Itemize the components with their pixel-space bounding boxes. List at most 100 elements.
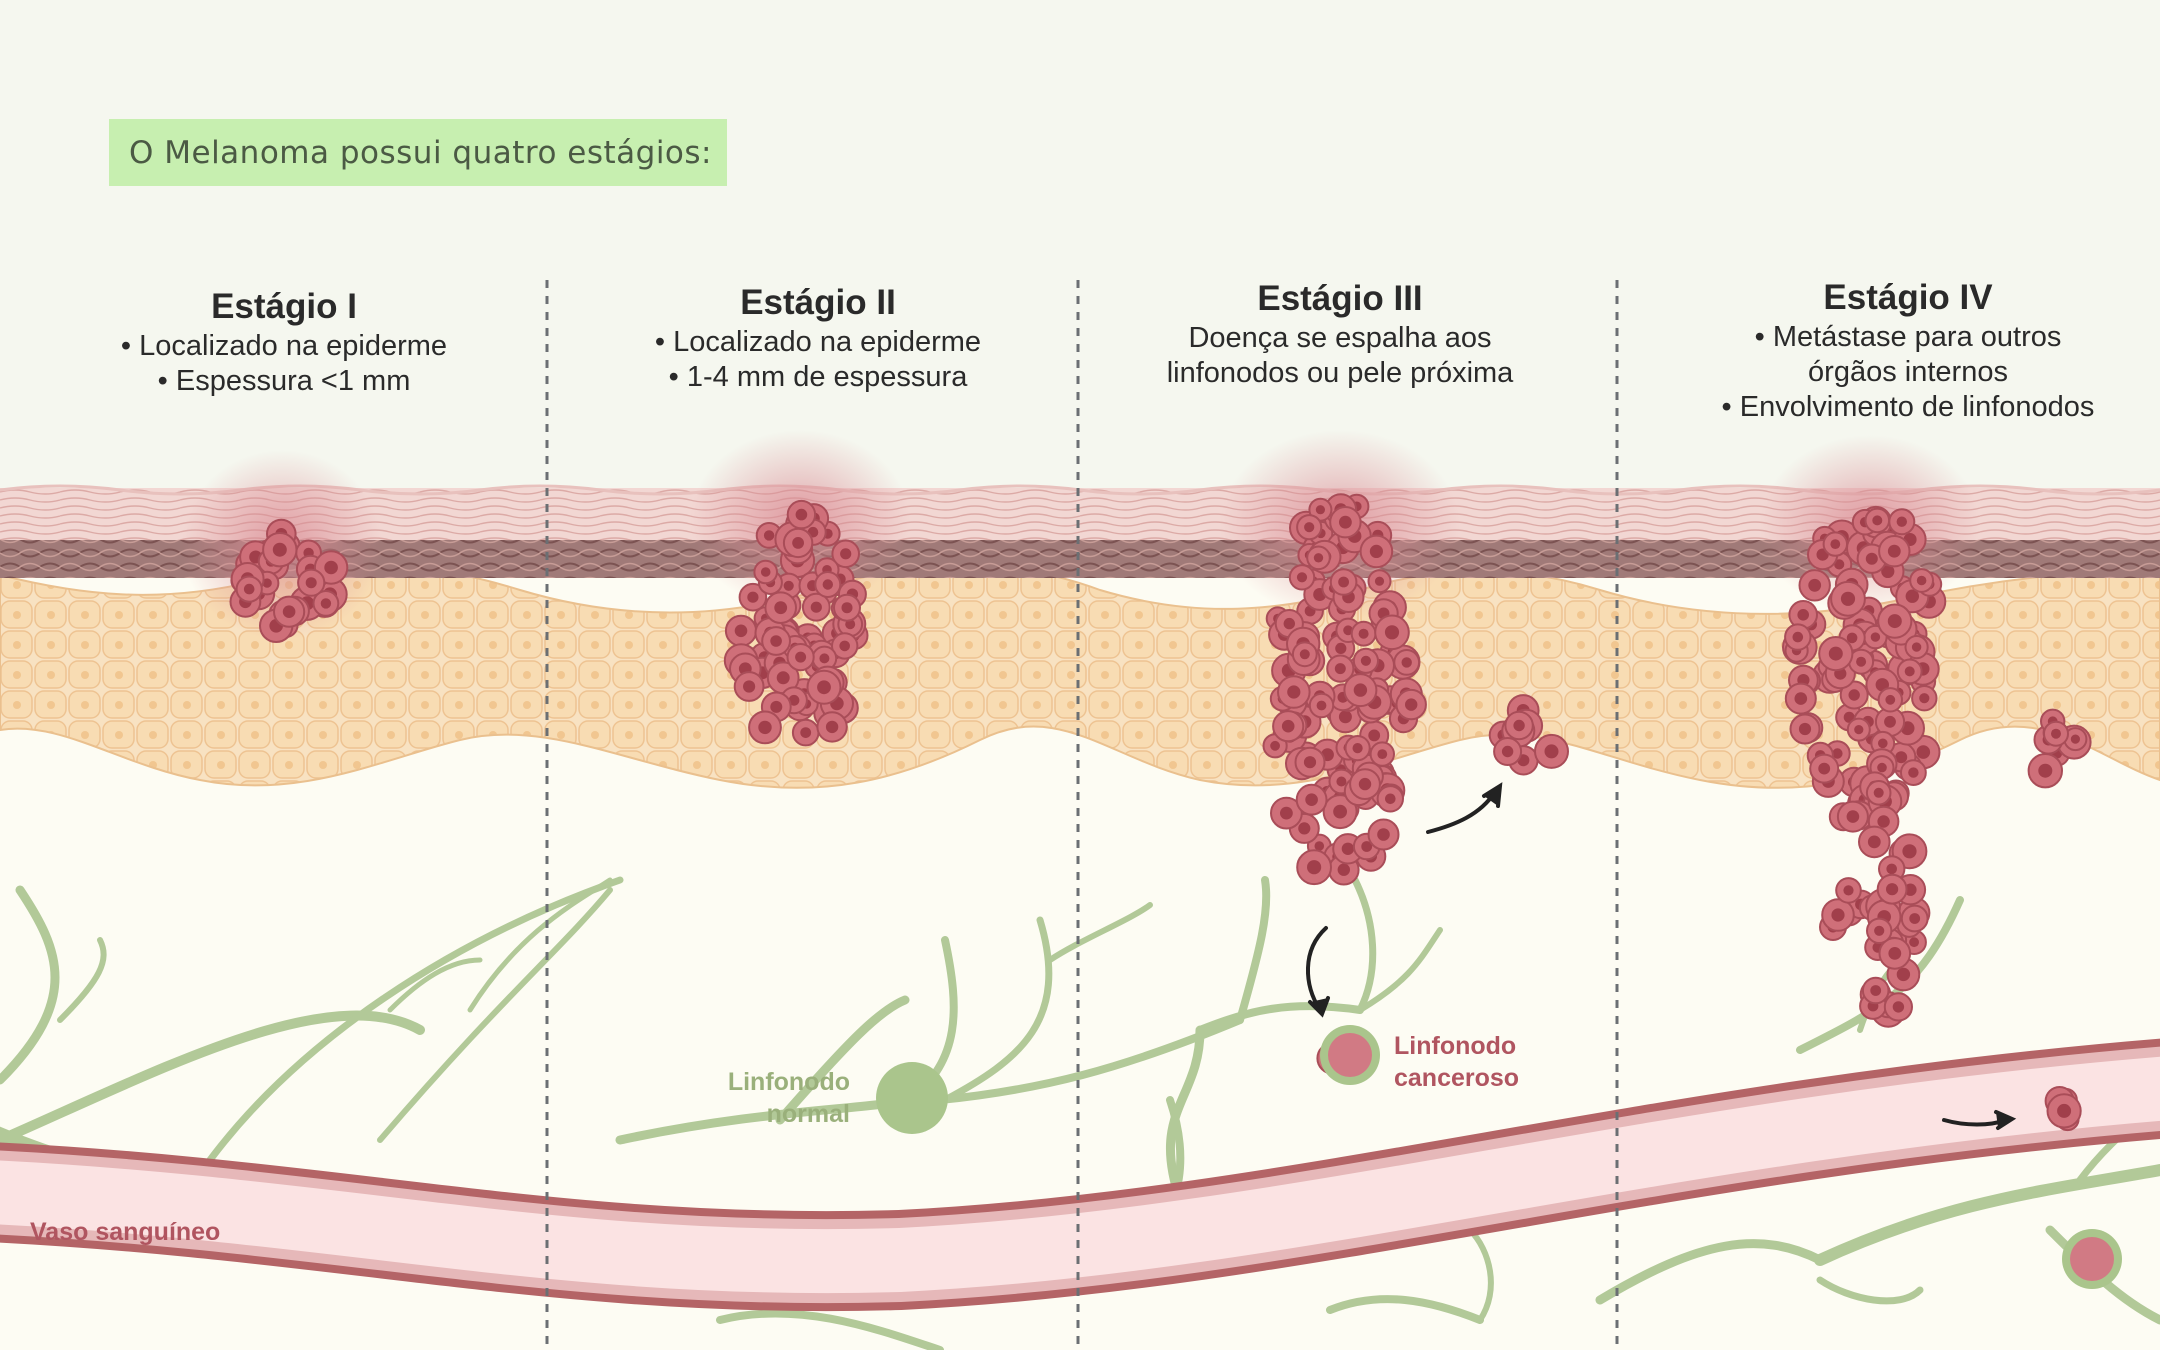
tumor-stage-4-deep	[1819, 748, 1931, 1028]
tumor-cell-nucleus	[320, 598, 332, 609]
tumor-stage-2	[723, 499, 869, 747]
tumor-cell-nucleus	[1840, 591, 1856, 606]
tumor-cell-nucleus	[770, 700, 783, 713]
tumor-masses	[229, 493, 2109, 1283]
tumor-cell-nucleus	[1287, 685, 1301, 699]
tumor-cell-nucleus	[1358, 777, 1372, 791]
tumor-cell-nucleus	[1296, 572, 1308, 583]
stage-1: Estágio I • Localizado na epiderme • Esp…	[24, 285, 544, 399]
tumor-cell-nucleus	[1902, 844, 1917, 859]
tumor-cell-nucleus	[1333, 804, 1347, 819]
stage-4: Estágio IV • Metástase para outros órgão…	[1648, 276, 2160, 425]
tumor-cell-nucleus	[2038, 763, 2053, 778]
tumor-cell-nucleus	[1908, 767, 1919, 778]
stage-line: linfonodos ou pele próxima	[1166, 357, 1514, 389]
tumor-cell-nucleus	[1339, 515, 1352, 529]
tumor-cell-nucleus	[1870, 985, 1882, 996]
tumor-cell-nucleus	[1384, 625, 1400, 640]
tumor-cell-nucleus	[1304, 522, 1315, 533]
tumor-cell-nucleus	[1798, 722, 1812, 736]
tumor-cell-nucleus	[1854, 725, 1864, 735]
tumor-cell-nucleus	[1896, 967, 1911, 982]
tumor-cell-nucleus	[1895, 751, 1908, 764]
tumor-stage-4-vessel	[2044, 1086, 2082, 1132]
tumor-cell-nucleus	[1361, 841, 1373, 852]
cancer-node-label-line1: Linfonodo	[1394, 1032, 1517, 1060]
tumor-cell-nucleus	[840, 548, 852, 560]
tumor-cell-nucleus	[1281, 719, 1295, 733]
stage-title: Estágio II	[740, 283, 896, 322]
tumor-cell-nucleus	[1338, 576, 1349, 588]
tumor-cell-nucleus	[262, 578, 272, 588]
tumor-cell-nucleus	[1846, 632, 1858, 644]
tumor-cell-nucleus	[324, 560, 338, 575]
vessel-label: Vaso sanguíneo	[30, 1218, 221, 1246]
tumor-cell-nucleus	[747, 591, 759, 603]
tumor-cell-nucleus	[1896, 516, 1908, 527]
stage-title: Estágio III	[1257, 279, 1423, 318]
tumor-cell-nucleus	[1846, 810, 1860, 823]
stage-3: Estágio III Doença se espalha aos linfon…	[1080, 277, 1600, 391]
tumor-cell-nucleus	[1874, 925, 1885, 936]
tumor-cell-nucleus	[1886, 863, 1897, 875]
tumor-cell-nucleus	[1280, 806, 1293, 820]
tumor-cell-nucleus	[1385, 793, 1396, 805]
tumor-cell-nucleus	[1832, 748, 1843, 759]
tumor-cell-nucleus	[1334, 663, 1346, 675]
stage-title: Estágio I	[211, 287, 357, 326]
tumor-cell-nucleus	[1919, 693, 1930, 704]
blood-vessel	[0, 1038, 2160, 1312]
normal-node-label: Linfonodo normal	[690, 1066, 850, 1130]
stage-line: • Localizado na epiderme	[654, 326, 982, 358]
tumor-cell-nucleus	[760, 567, 771, 577]
tumor-cell-nucleus	[1368, 729, 1381, 742]
tumor-cell-nucleus	[1352, 743, 1363, 754]
tumor-cell-nucleus	[1867, 835, 1881, 849]
tumor-cell-nucleus	[758, 720, 772, 735]
tumor-cell-nucleus	[1873, 787, 1884, 798]
tumor-cell-nucleus	[1865, 552, 1878, 565]
cancerous-lymph-node	[1320, 1025, 1380, 1085]
tumor-cell-nucleus	[1877, 762, 1887, 773]
tumor-cell-nucleus	[1887, 614, 1902, 629]
tumor-cell-nucleus	[788, 694, 800, 706]
tumor-cell-nucleus	[795, 508, 808, 521]
spread-arrows	[1306, 782, 2017, 1130]
tumor-cell-nucleus	[792, 537, 804, 549]
tumor-cell-nucleus	[1848, 689, 1860, 701]
tumor-cell-nucleus	[305, 577, 317, 589]
tumor-cell-nucleus	[1878, 738, 1888, 749]
tumor-cell-nucleus	[795, 651, 807, 663]
tumor-cell-nucleus	[1513, 719, 1525, 732]
tumor-cell-nucleus	[839, 640, 850, 652]
tumor-cell-nucleus	[243, 583, 255, 595]
tumor-cell-nucleus	[2070, 734, 2080, 744]
tumor-cell-nucleus	[1341, 842, 1355, 855]
tumor-cell-nucleus	[1834, 559, 1845, 570]
tumor-cell-nucleus	[1916, 745, 1931, 759]
tumor-cell-nucleus	[1905, 589, 1920, 603]
tumor-cell-nucleus	[819, 653, 830, 664]
tumor-cell-nucleus	[1884, 715, 1896, 728]
stage-line: • 1-4 mm de espessura	[668, 361, 968, 393]
tumor-cell-nucleus	[1792, 631, 1804, 643]
tumor-cell-nucleus	[1353, 683, 1368, 697]
tumor-cell-nucleus	[1911, 642, 1922, 652]
tumor-cell-nucleus	[1856, 656, 1867, 667]
tumor-cell-nucleus	[1904, 883, 1917, 896]
tumor-cell-nucleus	[743, 680, 756, 693]
stage-title: Estágio IV	[1823, 278, 1993, 317]
stage-line: • Envolvimento de linfonodos	[1721, 391, 2095, 423]
tumor-cell-nucleus	[1270, 740, 1280, 751]
tumor-cell-nucleus	[1909, 913, 1921, 924]
tumor-stage-4-satellite	[2027, 708, 2092, 789]
tumor-stage-4	[1782, 505, 1947, 828]
cancerous-lymph-node-right	[2062, 1229, 2122, 1289]
tumor-cell-nucleus	[1794, 692, 1808, 705]
tumor-cell-nucleus	[822, 579, 833, 590]
tumor-cell-nucleus	[1808, 578, 1822, 592]
tumor-cell-nucleus	[817, 680, 831, 695]
tumor-cell-nucleus	[1888, 947, 1902, 960]
tumor-cell-nucleus	[1343, 625, 1353, 636]
stage-line: • Metástase para outros	[1754, 321, 2062, 353]
